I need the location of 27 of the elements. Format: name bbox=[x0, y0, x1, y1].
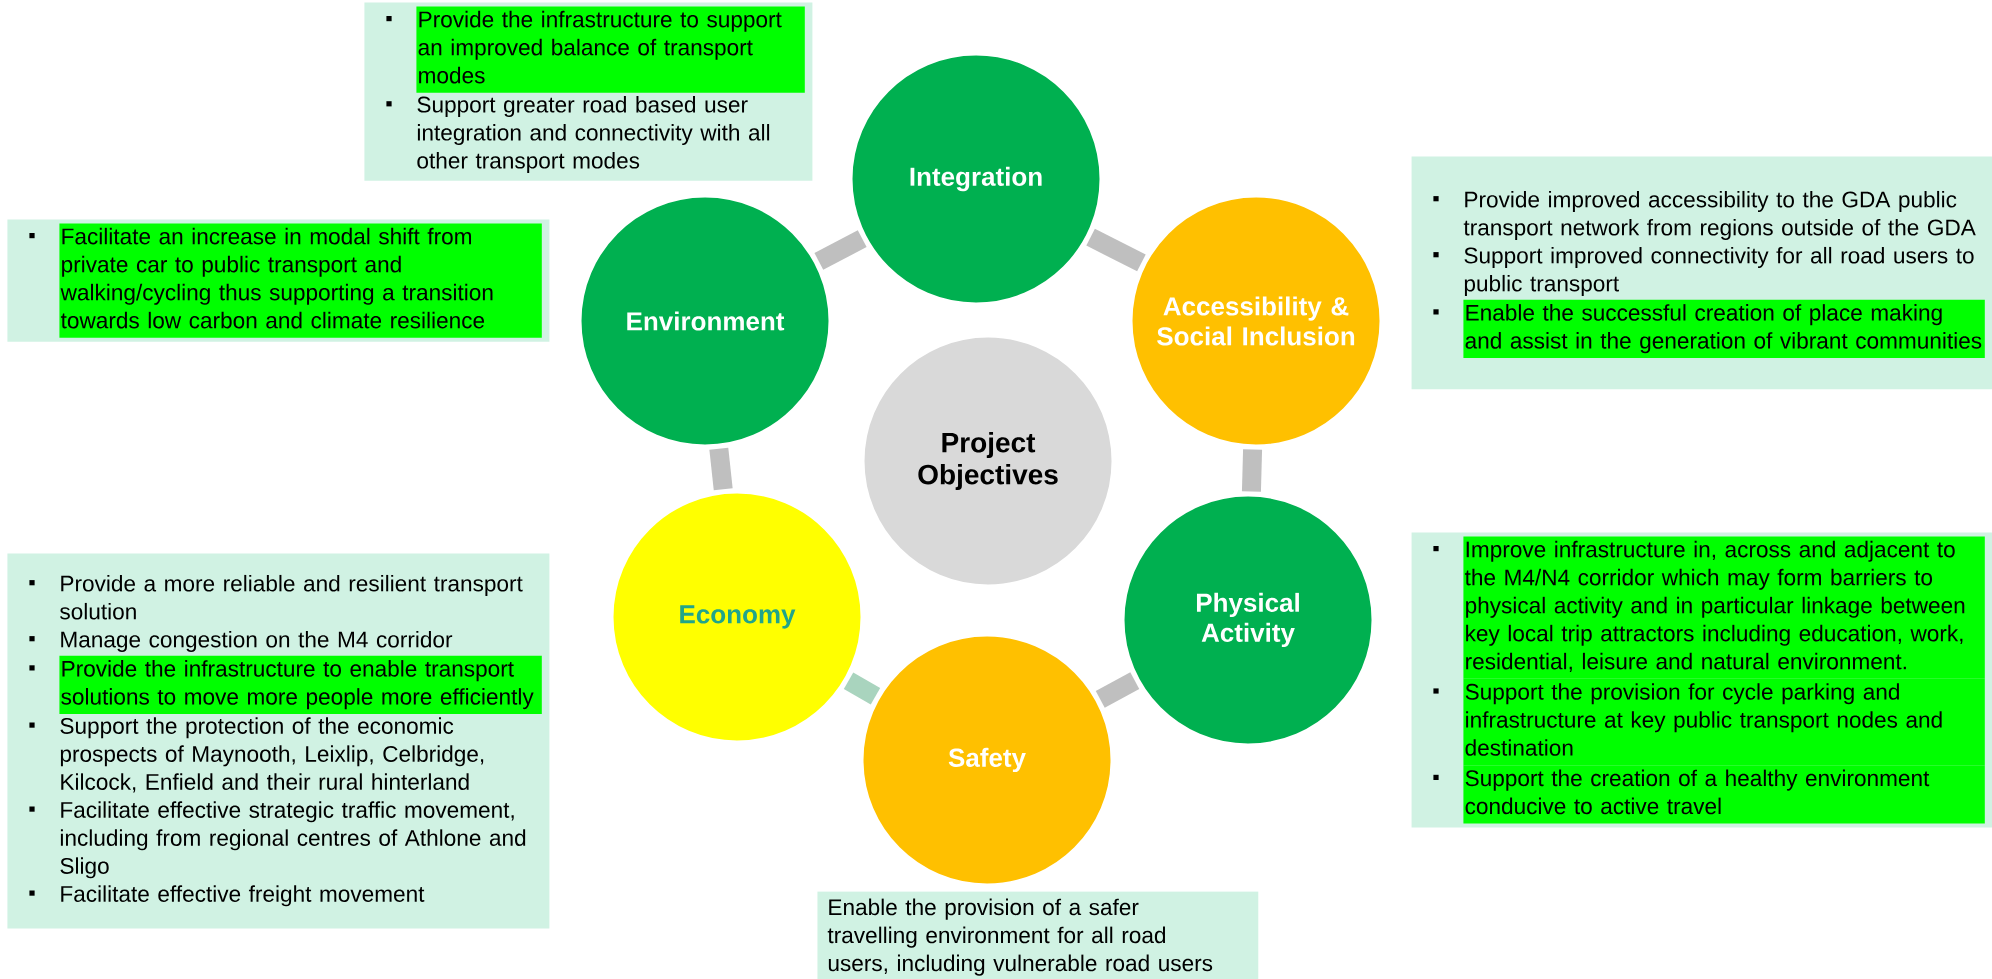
bullet-item: Provide the infrastructure to enable transport solutions to move more people more efficiently bbox=[29, 655, 542, 715]
text-paragraph: Enable the provision of a safer travelling environment for all road users, including vulnerable road users bbox=[827, 898, 1213, 976]
bullet-item: Provide a more reliable and resilient transport solution bbox=[29, 574, 523, 620]
bullet-item: Facilitate effective freight movement bbox=[29, 885, 425, 907]
bullet-item: Facilitate effective strategic traffic movement, including from regional centres of Athlone and Sligo bbox=[29, 801, 526, 879]
text-box bbox=[817, 891, 1259, 979]
bullet-item: Support improved connectivity for all road users to public transport bbox=[1433, 246, 1974, 296]
bullet-item: Support greater road based user integration and connectivity with all other transport modes bbox=[386, 96, 770, 174]
text-box bbox=[1411, 532, 1992, 828]
bullet-item: Support the provision for cycle parking and infrastructure at key public transport nodes and destination bbox=[1433, 678, 1985, 766]
bullet-item: Facilitate an increase in modal shift from private car to public transport and walking/cycling thus supporting a transition towards low carbon and climate resilience bbox=[29, 223, 542, 338]
connector-band bbox=[843, 672, 881, 705]
bullet-item: Improve infrastructure in, across and adjacent to the M4/N4 corridor which may form barriers to physical activity and in particular linkage between key local trip attractors including education, work, residential, leisure and natural environment. bbox=[1433, 536, 1985, 679]
text-box bbox=[7, 553, 550, 929]
bullet-item: Enable the successful creation of place making and assist in the generation of vibrant communities bbox=[1433, 299, 1985, 359]
connector-band bbox=[1086, 228, 1146, 272]
bullet-item: Support the protection of the economic prospects of Maynooth, Leixlip, Celbridge, Kilcock, Enfield and their rural hinterland bbox=[29, 717, 484, 793]
connector-band bbox=[1241, 449, 1263, 492]
text-box bbox=[364, 2, 813, 181]
bullet-item: Provide improved accessibility to the GDA public transport network from regions outside of the GDA bbox=[1433, 190, 1976, 240]
connector-band bbox=[1095, 672, 1140, 708]
bullet-item: Manage congestion on the M4 corridor bbox=[29, 630, 453, 652]
connector-band bbox=[709, 447, 733, 491]
connector-band bbox=[814, 230, 867, 270]
bullet-item: Provide the infrastructure to support an improved balance of transport modes bbox=[386, 6, 805, 93]
bullet-item: Support the creation of a healthy environment conducive to active travel bbox=[1433, 765, 1985, 824]
text-box bbox=[1411, 156, 1992, 390]
